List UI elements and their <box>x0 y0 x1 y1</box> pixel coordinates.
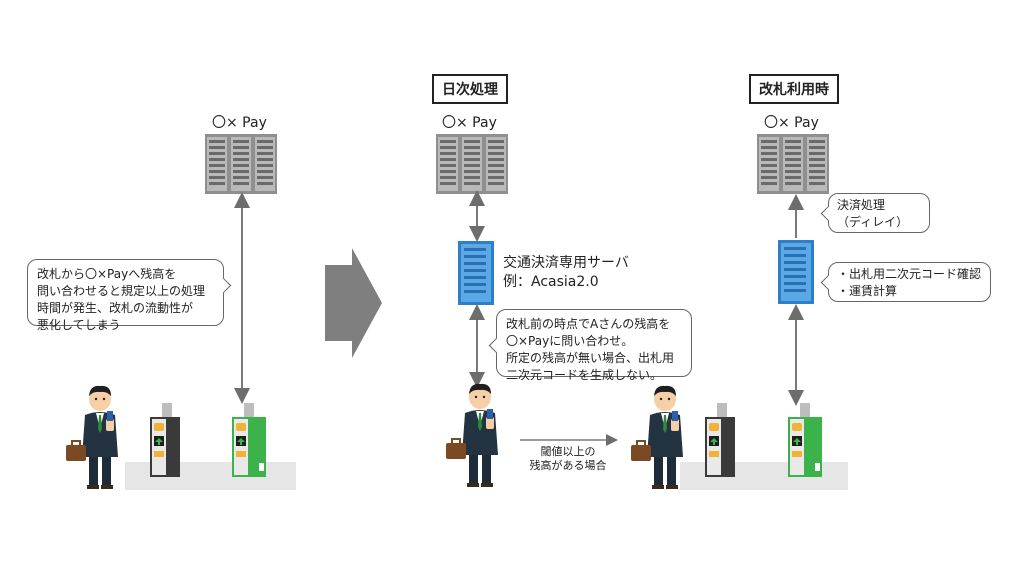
left-callout-line: 改札から〇×Payへ残高を <box>37 267 177 281</box>
middle-server-example: 例：Acasia2.0 <box>503 274 599 290</box>
gate-callout: ・出札用二次元コード確認 ・運賃計算 <box>820 262 991 302</box>
threshold-label: 閾値以上の 残高がある場合 <box>520 445 616 473</box>
settle-callout-line: （ディレイ） <box>837 215 909 229</box>
gate-callout-line: ・運賃計算 <box>837 284 898 298</box>
middle-server-caption: 交通決済専用サーバ 例：Acasia2.0 <box>503 254 629 292</box>
middle-callout-line: 改札前の時点でAさんの残高を <box>506 317 671 331</box>
middle-cloud-server <box>436 134 508 194</box>
left-cloud-server <box>205 134 277 194</box>
right-person <box>630 384 684 490</box>
header-gate: 改札利用時 <box>749 74 839 104</box>
threshold-line: 残高がある場合 <box>529 459 607 472</box>
left-callout-line: 問い合わせると規定以上の処理 <box>37 284 206 298</box>
gate-callout-line: ・出札用二次元コード確認 <box>837 267 982 281</box>
middle-callout-line: 二次元コードを生成しない。 <box>506 368 663 382</box>
threshold-line: 閾値以上の <box>540 445 596 458</box>
middle-server-label: 〇× Pay <box>442 115 497 131</box>
middle-person <box>445 382 499 488</box>
transition-arrow <box>325 248 382 358</box>
settle-callout: 決済処理 （ディレイ） <box>820 193 930 233</box>
left-callout: 改札から〇×Payへ残高を 問い合わせると規定以上の処理 時間が発生、改札の流動… <box>27 259 232 332</box>
left-callout-line: 悪化してしまう <box>37 318 121 332</box>
right-cloud-server <box>757 134 829 194</box>
left-callout-line: 時間が発生、改札の流動性が <box>37 301 194 315</box>
middle-server-name: 交通決済専用サーバ <box>503 255 629 271</box>
header-daily: 日次処理 <box>432 74 508 104</box>
settle-callout-line: 決済処理 <box>837 198 886 212</box>
middle-callout-line: 所定の残高が無い場合、出札用 <box>506 351 675 365</box>
middle-blue-server <box>458 241 494 305</box>
middle-callout: 改札前の時点でAさんの残高を 〇×Payに問い合わせ。 所定の残高が無い場合、出… <box>488 309 692 382</box>
middle-callout-line: 〇×Payに問い合わせ。 <box>506 334 634 348</box>
left-person <box>65 384 119 490</box>
right-blue-server <box>778 240 814 304</box>
left-server-label: 〇× Pay <box>212 115 267 131</box>
right-server-label: 〇× Pay <box>764 115 819 131</box>
